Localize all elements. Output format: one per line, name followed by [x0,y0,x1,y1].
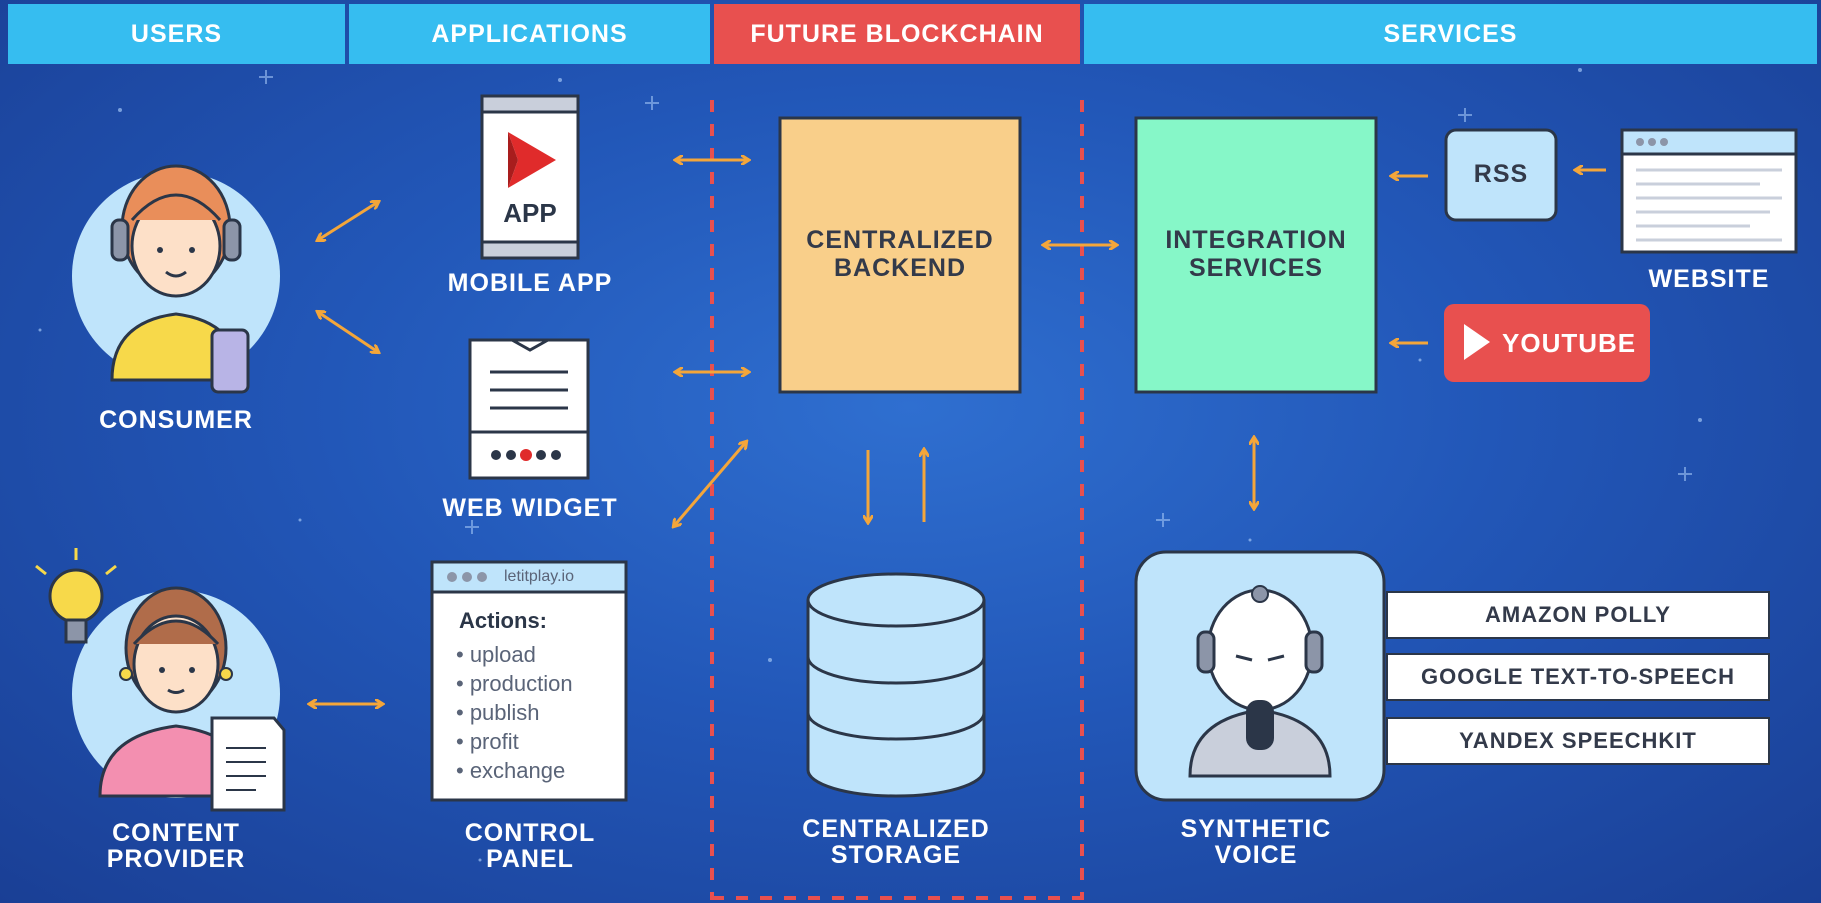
integration-services-box [1134,116,1378,394]
storage-line1: CENTRALIZED [802,815,990,843]
control-panel-label-line2: PANEL [486,845,574,873]
action-item: • profit [456,729,519,754]
synthetic-voice-robot-icon [1134,550,1386,802]
synthetic-voice-line2: VOICE [1214,841,1298,869]
web-widget-icon [468,338,590,480]
content-provider-label-line1: CONTENT [112,819,240,847]
backend-line2: BACKEND [834,254,966,282]
flow-arrows [310,160,1254,704]
website-label: WEBSITE [1648,265,1770,293]
control-panel-url: letitplay.io [504,568,574,585]
lightbulb-icon [35,548,117,644]
action-item: • production [456,671,573,696]
header-services: SERVICES [1084,4,1817,64]
header-users: USERS [8,4,345,64]
integration-services-label: INTEGRATION SERVICES [1136,226,1376,282]
integration-line1: INTEGRATION [1165,226,1347,254]
control-panel-label-line1: CONTROL [464,819,596,847]
synthetic-voice-line1: SYNTHETIC [1180,815,1332,843]
consumer-label: CONSUMER [99,406,253,434]
mobile-app-phone-icon [480,94,580,260]
rss-label: RSS [1473,160,1529,188]
action-item: • upload [456,642,536,667]
tts-google-text-to-speech: GOOGLE TEXT-TO-SPEECH [1386,653,1770,701]
header-applications: APPLICATIONS [349,4,710,64]
web-widget-label: WEB WIDGET [442,494,618,522]
synthetic-voice-label: SYNTHETIC VOICE [1156,816,1356,868]
website-window-icon [1620,128,1798,254]
play-icon [1464,324,1490,360]
tts-amazon-polly: AMAZON POLLY [1386,591,1770,639]
action-item: • publish [456,700,540,725]
storage-line2: STORAGE [830,841,962,869]
consumer-avatar [72,164,280,394]
control-panel-window [430,560,628,802]
youtube-box [1444,304,1650,382]
plus-stars [259,70,1692,534]
content-provider-label: CONTENT PROVIDER [76,820,276,872]
tts-yandex-speechkit: YANDEX SPEECHKIT [1386,717,1770,765]
centralized-backend-box [778,116,1022,394]
centralized-storage-label: CENTRALIZED STORAGE [776,816,1016,868]
control-panel-heading: Actions: [459,608,547,633]
header-future-blockchain: FUTURE BLOCKCHAIN [714,4,1080,64]
content-provider-label-line2: PROVIDER [106,845,246,873]
action-item: • exchange [456,758,566,783]
content-provider-avatar [72,586,286,812]
mobile-app-label: MOBILE APP [447,269,613,297]
one-way-arrows [868,170,1606,522]
database-cylinder-icon [806,572,986,798]
integration-line2: SERVICES [1189,254,1323,282]
centralized-backend-label: CENTRALIZED BACKEND [780,226,1020,282]
backend-line1: CENTRALIZED [806,226,994,254]
app-icon-text: APP [503,198,557,228]
rss-box [1444,128,1558,222]
control-panel-label: CONTROL PANEL [430,820,630,872]
youtube-label: YOUTUBE [1502,328,1637,358]
control-panel-actions-list: • upload • production • publish • profit… [456,640,573,785]
